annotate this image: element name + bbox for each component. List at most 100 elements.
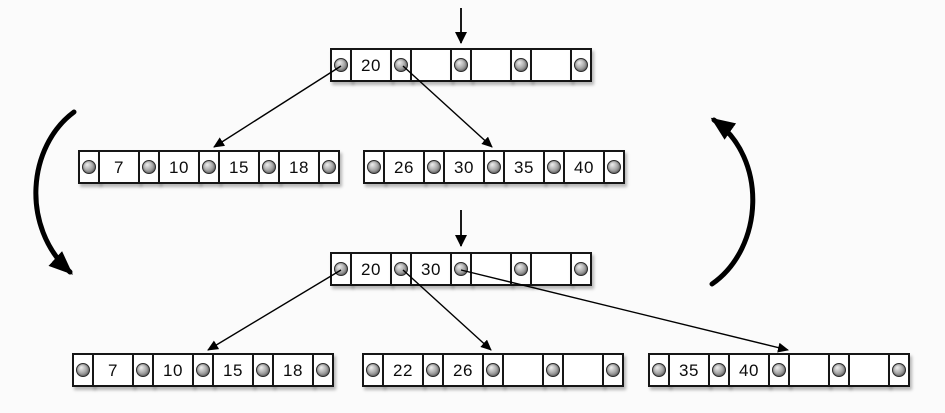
pointer-cell xyxy=(390,252,412,286)
key-cell: 26 xyxy=(383,150,425,184)
pointer-dot-icon xyxy=(487,160,501,174)
key-cell: 26 xyxy=(442,353,484,387)
pointer-cell xyxy=(483,150,505,184)
pointer-dot-icon xyxy=(82,160,96,174)
pointer-dot-icon xyxy=(652,363,666,377)
pointer-dot-icon xyxy=(772,363,786,377)
pointer-dot-icon xyxy=(546,363,560,377)
key-cell xyxy=(562,353,604,387)
pointer-dot-icon xyxy=(607,160,621,174)
key-cell xyxy=(470,252,512,286)
pointer-cell xyxy=(543,150,565,184)
pointer-cell xyxy=(192,353,214,387)
pointer-cell xyxy=(258,150,280,184)
pointer-cell xyxy=(330,48,352,82)
pointer-dot-icon xyxy=(547,160,561,174)
pointer-dot-icon xyxy=(454,262,468,276)
pointer-cell xyxy=(312,353,334,387)
pointer-dot-icon xyxy=(394,58,408,72)
pointer-cell xyxy=(828,353,850,387)
key-cell xyxy=(530,48,572,82)
pointer-cell xyxy=(602,353,624,387)
key-cell: 10 xyxy=(158,150,200,184)
pointer-dot-icon xyxy=(196,363,210,377)
key-cell: 15 xyxy=(212,353,254,387)
pointer-dot-icon xyxy=(712,363,726,377)
pointer-dot-icon xyxy=(316,363,330,377)
pointer-dot-icon xyxy=(426,363,440,377)
pointer-dot-icon xyxy=(334,262,348,276)
pointer-cell xyxy=(362,353,384,387)
btree-node-before-right-child: 26 30 35 40 xyxy=(363,150,625,184)
pointer-dot-icon xyxy=(142,160,156,174)
pointer-dot-icon xyxy=(262,160,276,174)
key-cell: 20 xyxy=(350,48,392,82)
pointer-dot-icon xyxy=(256,363,270,377)
btree-node-after-left-child: 7 10 15 18 xyxy=(72,353,334,387)
pointer-dot-icon xyxy=(832,363,846,377)
pointer-cell xyxy=(78,150,100,184)
pointer-dot-icon xyxy=(394,262,408,276)
key-cell xyxy=(848,353,890,387)
pointer-dot-icon xyxy=(76,363,90,377)
pointer-dot-icon xyxy=(367,160,381,174)
pointer-dot-icon xyxy=(892,363,906,377)
key-cell: 7 xyxy=(92,353,134,387)
btree-node-after-middle-child: 22 26 xyxy=(362,353,624,387)
key-cell xyxy=(788,353,830,387)
transform-arrow-up-icon xyxy=(709,117,756,287)
pointer-cell xyxy=(510,48,532,82)
key-cell: 35 xyxy=(503,150,545,184)
transform-arrow-down-icon xyxy=(33,109,77,275)
pointer-cell xyxy=(132,353,154,387)
key-cell: 35 xyxy=(668,353,710,387)
pointer-cell xyxy=(708,353,730,387)
key-cell: 7 xyxy=(98,150,140,184)
pointer-cell xyxy=(330,252,352,286)
pointer-cell xyxy=(422,353,444,387)
pointer-cell xyxy=(603,150,625,184)
pointer-cell xyxy=(138,150,160,184)
pointer-cell xyxy=(570,252,592,286)
key-cell: 40 xyxy=(563,150,605,184)
pointer-cell xyxy=(482,353,504,387)
btree-node-root-before: 20 xyxy=(330,48,592,82)
pointer-cell xyxy=(198,150,220,184)
pointer-dot-icon xyxy=(136,363,150,377)
key-cell xyxy=(502,353,544,387)
pointer-cell xyxy=(768,353,790,387)
pointer-cell xyxy=(423,150,445,184)
key-cell: 18 xyxy=(278,150,320,184)
pointer-cell xyxy=(570,48,592,82)
key-cell: 10 xyxy=(152,353,194,387)
key-cell: 15 xyxy=(218,150,260,184)
btree-node-root-after: 20 30 xyxy=(330,252,592,286)
pointer-dot-icon xyxy=(606,363,620,377)
pointer-dot-icon xyxy=(574,58,588,72)
pointer-cell xyxy=(542,353,564,387)
pointer-dot-icon xyxy=(514,58,528,72)
pointer-dot-icon xyxy=(454,58,468,72)
key-cell xyxy=(410,48,452,82)
pointer-cell xyxy=(252,353,274,387)
pointer-dot-icon xyxy=(202,160,216,174)
pointer-cell xyxy=(510,252,532,286)
pointer-cell xyxy=(390,48,412,82)
pointer-dot-icon xyxy=(574,262,588,276)
key-cell xyxy=(530,252,572,286)
pointer-cell xyxy=(72,353,94,387)
edge-before-root-to-left-child xyxy=(213,65,342,148)
pointer-dot-icon xyxy=(366,363,380,377)
pointer-cell xyxy=(363,150,385,184)
btree-node-before-left-child: 7 10 15 18 xyxy=(78,150,340,184)
key-cell xyxy=(470,48,512,82)
key-cell: 30 xyxy=(410,252,452,286)
pointer-cell xyxy=(450,48,472,82)
key-cell: 22 xyxy=(382,353,424,387)
key-cell: 30 xyxy=(443,150,485,184)
key-cell: 18 xyxy=(272,353,314,387)
pointer-dot-icon xyxy=(427,160,441,174)
pointer-dot-icon xyxy=(486,363,500,377)
pointer-cell xyxy=(888,353,910,387)
